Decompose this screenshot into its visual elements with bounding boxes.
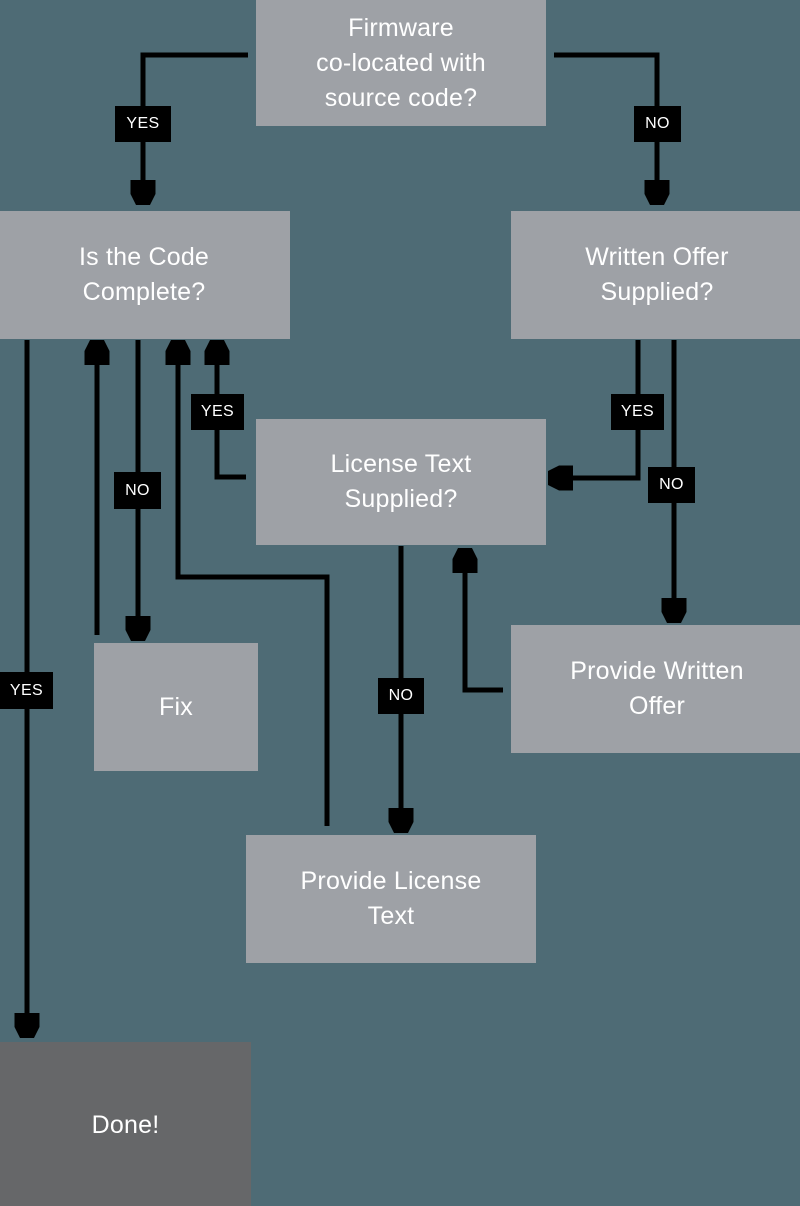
- node-fix[interactable]: Fix: [94, 643, 258, 771]
- edge-label-no-license: NO: [378, 678, 424, 714]
- node-label: Written Offer Supplied?: [585, 243, 729, 306]
- edge-label-yes-firmware: YES: [115, 106, 171, 142]
- node-done[interactable]: Done!: [0, 1042, 251, 1206]
- edge-label-yes-code-complete: YES: [0, 672, 53, 709]
- edge-label-no-written: NO: [648, 467, 695, 503]
- node-code-complete[interactable]: Is the Code Complete?: [0, 211, 290, 339]
- edge-label-text: YES: [200, 403, 235, 420]
- edge-label-text: NO: [125, 481, 150, 499]
- node-label: License Text Supplied?: [330, 450, 472, 513]
- node-label: Provide Written Offer: [570, 657, 744, 720]
- edge-label-text: NO: [388, 687, 414, 704]
- node-license-text[interactable]: License Text Supplied?: [256, 419, 546, 545]
- node-label: Provide License Text: [300, 867, 482, 930]
- edge-label-yes-license: YES: [191, 394, 244, 430]
- edge-label-text: YES: [126, 115, 160, 132]
- edge-provide-written-up: [465, 553, 503, 693]
- edge-label-yes-written: YES: [611, 394, 664, 430]
- node-provide-license-text[interactable]: Provide License Text: [246, 835, 536, 963]
- edge-label-text: NO: [659, 476, 684, 493]
- node-label: Fix: [159, 692, 193, 721]
- edge-label-text: YES: [620, 403, 655, 420]
- node-label: Is the Code Complete?: [78, 243, 210, 306]
- edge-label-text: NO: [645, 115, 670, 132]
- node-label: Done!: [91, 1110, 160, 1139]
- node-provide-written-offer[interactable]: Provide Written Offer: [511, 625, 800, 753]
- node-written-offer[interactable]: Written Offer Supplied?: [511, 211, 800, 339]
- edge-label-no-firmware: NO: [634, 106, 681, 142]
- edge-label-text: YES: [9, 681, 44, 699]
- node-label: Firmware co-located with source code?: [316, 13, 486, 112]
- node-firmware[interactable]: Firmware co-located with source code?: [256, 0, 546, 126]
- edge-label-no-code-complete: NO: [114, 472, 161, 509]
